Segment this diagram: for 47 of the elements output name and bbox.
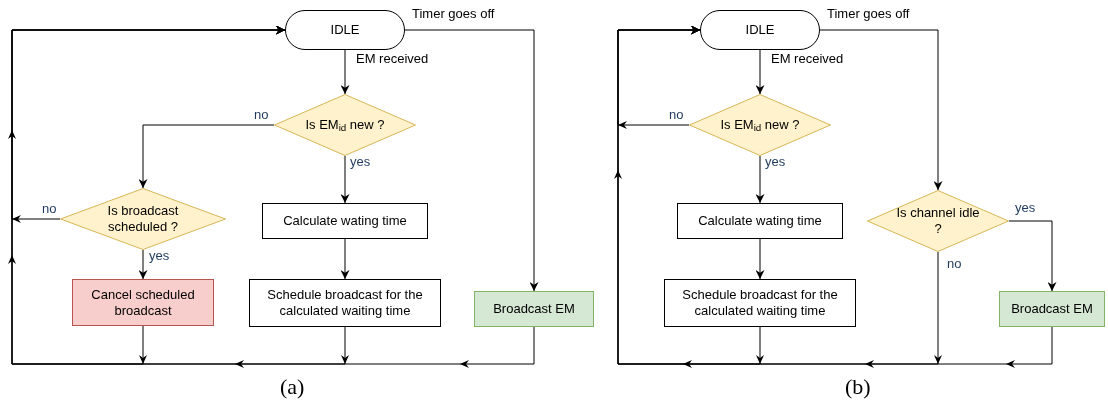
subfigure-caption: (a) <box>280 373 305 401</box>
process-box <box>72 279 214 326</box>
arrow <box>340 238 350 280</box>
arrow <box>138 249 148 280</box>
process-box <box>474 291 594 327</box>
edge-label: EM received <box>770 51 845 66</box>
arrow <box>138 124 275 189</box>
process-box <box>249 279 441 327</box>
node-text: IDLE <box>330 22 360 38</box>
arrow <box>340 155 350 204</box>
edge-label: yes <box>764 154 787 169</box>
arrow <box>755 238 765 280</box>
node-text: Schedule broadcast for the calculated waiting time <box>266 287 424 319</box>
node-text: Is EM$_{id}$ new ? <box>305 117 385 133</box>
node-text: Broadcast EM <box>1011 301 1093 317</box>
edge-label: Timer goes off <box>826 6 911 21</box>
terminal-box <box>285 10 405 50</box>
node-text: Broadcast EM <box>493 301 575 317</box>
edge-label: yes <box>349 154 372 169</box>
node-text: Cancel scheduled broadcast <box>90 286 196 319</box>
arrow <box>755 155 765 204</box>
process-box <box>664 279 856 327</box>
node-text: Is broadcast scheduled ? <box>106 203 180 235</box>
decision-diamond <box>867 190 1009 252</box>
node-text: Schedule broadcast for the calculated waiting time <box>681 287 839 319</box>
edge-label: EM received <box>355 51 430 66</box>
arrow <box>819 29 943 191</box>
node-text: Is EM$_{id}$ new ? <box>720 117 800 133</box>
process-box <box>677 203 843 239</box>
arrow <box>617 25 1053 365</box>
decision-diamond <box>274 94 416 156</box>
arrow <box>1008 220 1057 292</box>
arrow <box>755 49 765 95</box>
edge-label: Timer goes off <box>411 6 496 21</box>
subfigure-caption: (b) <box>845 373 871 401</box>
process-box <box>999 291 1105 327</box>
arrow <box>340 49 350 95</box>
node-text: Is channel idle ? <box>895 205 981 237</box>
process-box <box>262 203 428 239</box>
arrow <box>11 25 535 365</box>
node-text: Calculate wating time <box>698 213 822 229</box>
decision-diamond <box>60 188 226 250</box>
arrow <box>404 29 539 292</box>
terminal-box <box>700 10 820 50</box>
node-text: Calculate wating time <box>283 213 407 229</box>
decision-diamond <box>689 94 831 156</box>
node-text: IDLE <box>745 22 775 38</box>
